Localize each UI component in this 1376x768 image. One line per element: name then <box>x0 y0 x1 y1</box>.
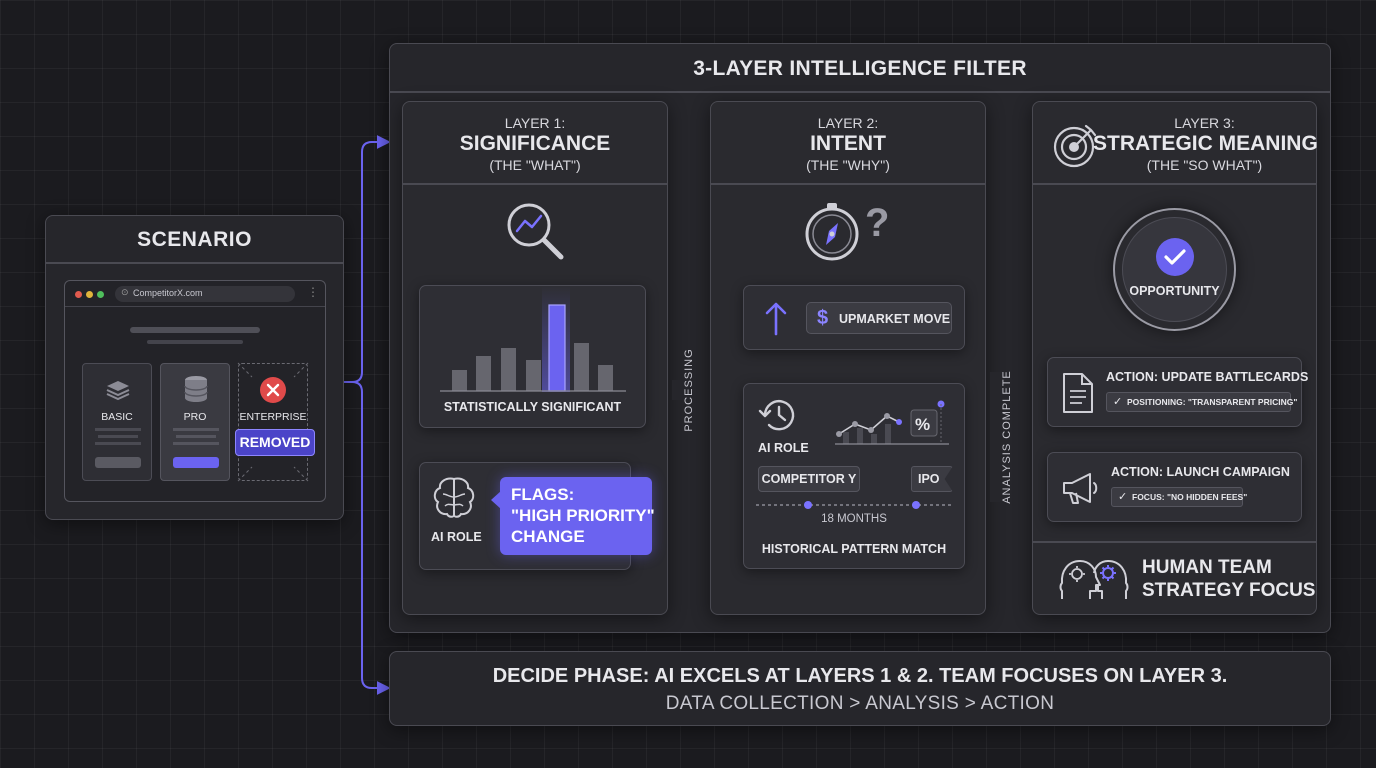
layer2-kicker: LAYER 2: <box>817 115 879 131</box>
layer1-kicker: LAYER 1: <box>504 115 566 131</box>
layer1-title: SIGNIFICANCE <box>459 132 611 155</box>
layer3-subtitle: (THE "SO WHAT") <box>1146 157 1263 173</box>
upmarket-pill: $ UPMARKET MOVE <box>806 302 952 334</box>
layer2-subtitle: (THE "WHY") <box>806 157 890 173</box>
ipo-flag: IPO <box>911 466 953 492</box>
action2-detail: FOCUS: "NO HIDDEN FEES" <box>1132 492 1248 502</box>
flag-line-1: FLAGS: <box>511 485 575 504</box>
chart-bar-1 <box>452 370 467 391</box>
chart-bar-6 <box>574 343 589 391</box>
filter-title: 3-LAYER INTELLIGENCE FILTER <box>693 57 1027 80</box>
check-circle-icon <box>1156 238 1194 276</box>
flag-line-2: "HIGH PRIORITY" <box>511 506 655 525</box>
action-campaign-card: ACTION: LAUNCH CAMPAIGN ✓ FOCUS: "NO HID… <box>1047 452 1302 522</box>
action-battlecards-card: ACTION: UPDATE BATTLECARDS ✓ POSITIONING… <box>1047 357 1308 427</box>
megaphone-icon <box>1063 473 1098 504</box>
magnifier-trend-icon <box>507 203 564 260</box>
action1-title: ACTION: UPDATE BATTLECARDS <box>1106 370 1309 384</box>
opportunity-label: OPPORTUNITY <box>1129 284 1220 298</box>
significance-chart-card: STATISTICALLY SIGNIFICANT <box>419 285 646 428</box>
scenario-to-footer-arrow <box>351 381 391 695</box>
chart-bar-2 <box>476 356 491 391</box>
tier-button-pro[interactable] <box>173 457 219 468</box>
layer2-ai-role-label: AI ROLE <box>758 441 809 455</box>
footer-panel: DECIDE PHASE: AI EXCELS AT LAYERS 1 & 2.… <box>389 651 1331 726</box>
scenario-panel: SCENARIO ⊙ CompetitorX.com ⋮ BASIC <box>45 215 344 520</box>
compass-icon: ? <box>805 201 889 261</box>
human-team-divider <box>1032 541 1317 543</box>
browser-window: ⊙ CompetitorX.com ⋮ BASIC <box>64 280 326 502</box>
browser-menu-icon[interactable]: ⋮ <box>307 285 319 299</box>
tier-label-enterprise: ENTERPRISE <box>239 411 307 423</box>
target-icon <box>1053 124 1097 168</box>
competitor-label: COMPETITOR Y <box>761 472 857 486</box>
action2-pill: ✓ FOCUS: "NO HIDDEN FEES" <box>1111 487 1247 507</box>
human-team-line1: HUMAN TEAM <box>1142 557 1272 578</box>
brain-icon <box>433 477 475 518</box>
upmarket-label: UPMARKET MOVE <box>839 312 951 326</box>
action2-check-icon: ✓ <box>1118 491 1128 503</box>
layer1-subtitle: (THE "WHAT") <box>489 157 581 173</box>
trend-line-chart-icon: % <box>835 400 949 445</box>
scenario-title: SCENARIO <box>137 228 252 251</box>
action1-check-icon: ✓ <box>1113 396 1123 408</box>
layer3-title: STRATEGIC MEANING <box>1093 132 1318 155</box>
scenario-to-filter-arrow <box>325 135 391 383</box>
dollar-icon: $ <box>817 307 829 329</box>
chart-bar-3 <box>501 348 516 391</box>
arrow-up-icon <box>765 302 787 336</box>
footer-headline: DECIDE PHASE: AI EXCELS AT LAYERS 1 & 2.… <box>492 665 1228 687</box>
competitor-pill: COMPETITOR Y <box>758 466 860 492</box>
significance-bar-chart <box>440 286 626 392</box>
lock-icon: ⊙ <box>121 287 129 297</box>
pattern-card: AI ROLE % COMPETITOR Y IPO 18 MONTHS HIS… <box>743 383 965 569</box>
layer1-ai-role-label: AI ROLE <box>431 530 482 544</box>
footer-flow: DATA COLLECTION > ANALYSIS > ACTION <box>665 693 1055 714</box>
svg-text:%: % <box>915 415 930 434</box>
processing-label: PROCESSING <box>672 348 706 432</box>
timeline-line <box>756 501 952 509</box>
action1-pill: ✓ POSITIONING: "TRANSPARENT PRICING" <box>1106 392 1297 412</box>
analysis-label: ANALYSIS COMPLETE <box>990 370 1024 504</box>
opportunity-circle: OPPORTUNITY <box>1113 208 1236 331</box>
maximize-dot-icon[interactable] <box>97 291 104 298</box>
removed-x-icon <box>260 377 286 403</box>
document-icon <box>1063 373 1093 413</box>
action2-title: ACTION: LAUNCH CAMPAIGN <box>1111 465 1290 479</box>
removed-badge: REMOVED <box>235 429 315 456</box>
ipo-label: IPO <box>918 472 940 486</box>
human-heads-gear-icon <box>1059 560 1129 599</box>
tier-card-enterprise[interactable]: ENTERPRISE <box>237 362 309 482</box>
layers-icon <box>106 381 130 401</box>
close-dot-icon[interactable] <box>75 291 82 298</box>
layer2-title: INTENT <box>810 132 886 155</box>
upmarket-card: $ UPMARKET MOVE <box>743 285 965 350</box>
tier-label-basic: BASIC <box>101 411 133 423</box>
flag-callout-tail <box>491 491 501 509</box>
layer3-kicker: LAYER 3: <box>1174 115 1235 131</box>
chart-caption: STATISTICALLY SIGNIFICANT <box>443 400 622 414</box>
url-bar[interactable]: ⊙ CompetitorX.com <box>115 286 295 302</box>
action1-detail: POSITIONING: "TRANSPARENT PRICING" <box>1127 397 1298 407</box>
history-clock-icon <box>758 400 795 431</box>
tier-label-pro: PRO <box>183 411 207 423</box>
pattern-caption: HISTORICAL PATTERN MATCH <box>761 542 947 556</box>
tier-button-basic[interactable] <box>95 457 141 468</box>
chart-bar-4 <box>526 360 541 391</box>
flag-line-3: CHANGE <box>511 527 585 546</box>
database-icon <box>184 376 208 402</box>
tier-card-basic[interactable]: BASIC <box>82 363 152 481</box>
browser-toolbar: ⊙ CompetitorX.com ⋮ <box>65 281 325 307</box>
minimize-dot-icon[interactable] <box>86 291 93 298</box>
chart-bar-significant <box>548 304 566 392</box>
months-label: 18 MONTHS <box>821 513 887 525</box>
chart-bar-7 <box>598 365 613 391</box>
tier-card-pro[interactable]: PRO <box>160 363 230 481</box>
url-text: CompetitorX.com <box>133 288 203 298</box>
flag-callout: FLAGS: "HIGH PRIORITY" CHANGE <box>491 477 655 555</box>
human-team-line2: STRATEGY FOCUS <box>1142 580 1316 601</box>
svg-text:?: ? <box>865 201 889 245</box>
